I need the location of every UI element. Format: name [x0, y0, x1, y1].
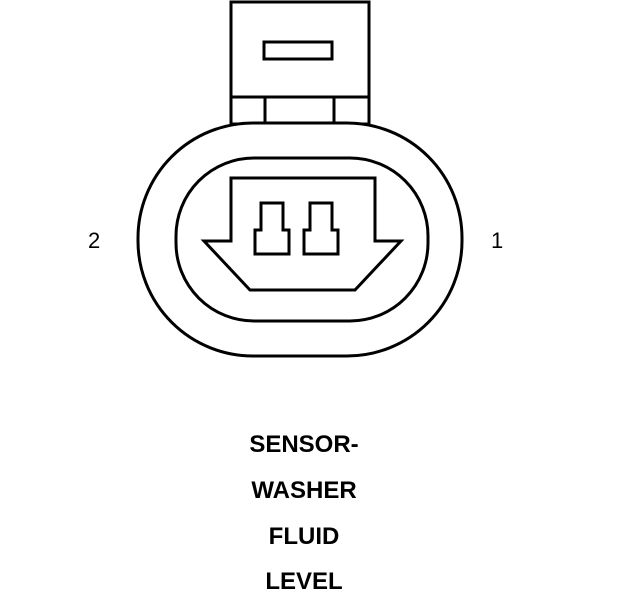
- pin-2-label: 2: [88, 228, 101, 253]
- caption-line-4: LEVEL: [265, 568, 343, 595]
- pin-1-label: 1: [491, 228, 504, 253]
- caption-line-3: FLUID: [268, 523, 340, 550]
- locking-tab-body: [229, 0, 371, 126]
- locking-tab-slot: [262, 40, 334, 61]
- locking-tab: [229, 0, 371, 126]
- caption-line-1: SENSOR-: [249, 431, 359, 458]
- caption-line-2: WASHER: [251, 477, 357, 504]
- terminal-pin-1: [302, 201, 340, 256]
- terminal-pin-2: [253, 201, 291, 256]
